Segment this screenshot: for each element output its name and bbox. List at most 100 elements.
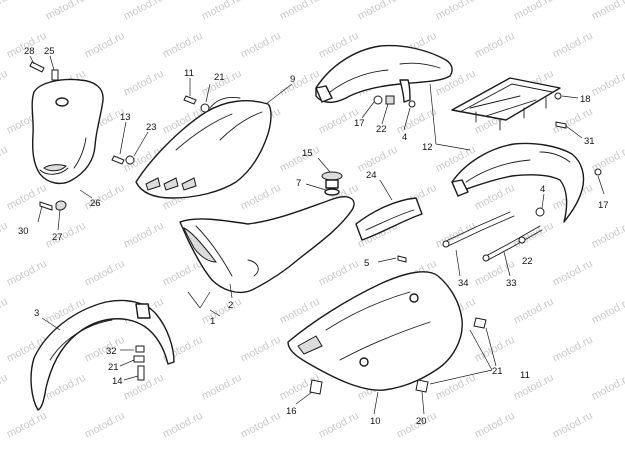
support-rods: [442, 211, 543, 277]
callout-10: 10: [370, 416, 381, 427]
callout-13: 13: [120, 112, 131, 123]
callout-3: 3: [34, 308, 39, 319]
watermark-text: motod.ru: [239, 334, 283, 365]
callout-2: 2: [228, 300, 233, 311]
callout-1: 1: [210, 316, 215, 327]
callout-5: 5: [364, 258, 369, 269]
callout-21-panel: 21: [492, 366, 503, 377]
callout-12: 12: [422, 142, 433, 153]
callout-27: 27: [52, 232, 63, 243]
callout-11-panel: 11: [520, 370, 530, 381]
watermark-text: motod.ru: [473, 410, 517, 441]
callout-16: 16: [286, 406, 297, 417]
callout-20: 20: [416, 416, 427, 427]
callout-17-right: 17: [598, 200, 609, 211]
watermark-text: motod.ru: [278, 0, 322, 23]
watermark-text: motod.ru: [551, 258, 595, 289]
callout-4-top: 4: [402, 132, 407, 143]
watermark-text: motod.ru: [0, 144, 10, 175]
watermark-text: motod.ru: [161, 258, 205, 289]
watermark-text: motod.ru: [83, 334, 127, 365]
callout-9: 9: [290, 74, 295, 85]
watermark-text: motod.ru: [161, 410, 205, 441]
watermark-text: motod.ru: [356, 0, 400, 23]
watermark-text: motod.ru: [44, 0, 88, 23]
callout-23: 23: [146, 122, 157, 133]
chain-guard-panel: [355, 179, 423, 241]
watermark-text: motod.ru: [590, 68, 625, 99]
front-number-plate: [29, 55, 104, 231]
callout-25: 25: [44, 46, 55, 57]
watermark-text: motod.ru: [44, 372, 88, 403]
watermark-text: motod.ru: [0, 220, 10, 251]
callout-24: 24: [366, 170, 377, 181]
callout-31: 31: [584, 136, 595, 147]
callout-7: 7: [296, 178, 301, 189]
watermark-text: motod.ru: [83, 410, 127, 441]
callout-22-left: 22: [376, 124, 387, 135]
watermark-text: motod.ru: [239, 30, 283, 61]
callout-28: 28: [24, 46, 35, 57]
watermark-text: motod.ru: [590, 296, 625, 327]
watermark-text: motod.ru: [0, 0, 10, 23]
watermark-text: motod.ru: [278, 68, 322, 99]
watermark-text: motod.ru: [122, 0, 166, 23]
watermark-text: motod.ru: [5, 258, 49, 289]
watermark-text: motod.ru: [434, 372, 478, 403]
callout-21-top: 21: [214, 72, 225, 83]
watermark-text: motod.ru: [122, 220, 166, 251]
callout-numbers: 28 25 26 30 27 13 23 11 21 9 17 22 4 12 …: [18, 46, 609, 427]
callout-15: 15: [302, 148, 313, 159]
watermark-text: motod.ru: [5, 182, 49, 213]
fuel-tank-cap: [305, 157, 343, 196]
watermark-text: motod.ru: [512, 296, 556, 327]
callout-26: 26: [90, 198, 101, 209]
watermark-text: motod.ru: [83, 258, 127, 289]
watermark-text: motod.ru: [239, 182, 283, 213]
watermark-text: motod.ru: [551, 334, 595, 365]
front-fender: [30, 299, 175, 411]
side-panel: [287, 255, 497, 415]
callout-14: 14: [112, 376, 123, 387]
callout-17-left: 17: [354, 118, 365, 129]
callout-30: 30: [18, 226, 29, 237]
callout-32: 32: [106, 346, 117, 357]
watermark-text: motod.ru: [473, 182, 517, 213]
rear-fender-upper: [315, 44, 471, 151]
watermark-text: motod.ru: [590, 0, 625, 23]
watermark-text: motod.ru: [551, 30, 595, 61]
air-box-side-cover: [111, 78, 293, 199]
callout-11-top: 11: [184, 68, 194, 79]
watermark-text: motod.ru: [512, 372, 556, 403]
watermark-text: motod.ru: [122, 68, 166, 99]
callout-33: 33: [506, 278, 517, 289]
rear-fender-lower: [451, 142, 605, 223]
watermark-text: motod.ru: [434, 0, 478, 23]
watermark-text: motod.ru: [551, 106, 595, 137]
watermark-text: motod.ru: [44, 220, 88, 251]
watermark-text: motod.ru: [0, 68, 10, 99]
watermark-text: motod.ru: [317, 258, 361, 289]
callout-18: 18: [580, 94, 591, 105]
watermark-text: motod.ru: [590, 372, 625, 403]
watermark-text: motod.ru: [317, 410, 361, 441]
watermark-text: motod.ru: [473, 30, 517, 61]
watermark-text: motod.ru: [200, 0, 244, 23]
watermark-text: motod.ru: [551, 410, 595, 441]
watermark-text: motod.ru: [83, 30, 127, 61]
rear-luggage-rack: [451, 77, 583, 139]
watermark-text: motod.ru: [278, 144, 322, 175]
watermark-text: motod.ru: [0, 296, 10, 327]
watermark-text: motod.ru: [590, 220, 625, 251]
watermark-text: motod.ru: [356, 144, 400, 175]
watermark-text: motod.ru: [200, 296, 244, 327]
watermark-text: motod.ru: [0, 372, 10, 403]
watermark-text: motod.ru: [512, 0, 556, 23]
watermark-text: motod.ru: [161, 30, 205, 61]
watermark-text: motod.ru: [5, 410, 49, 441]
callout-21-fender: 21: [108, 362, 119, 373]
watermark-text: motod.ru: [239, 410, 283, 441]
callout-4-right: 4: [540, 184, 545, 195]
callout-22-right: 22: [522, 256, 533, 267]
